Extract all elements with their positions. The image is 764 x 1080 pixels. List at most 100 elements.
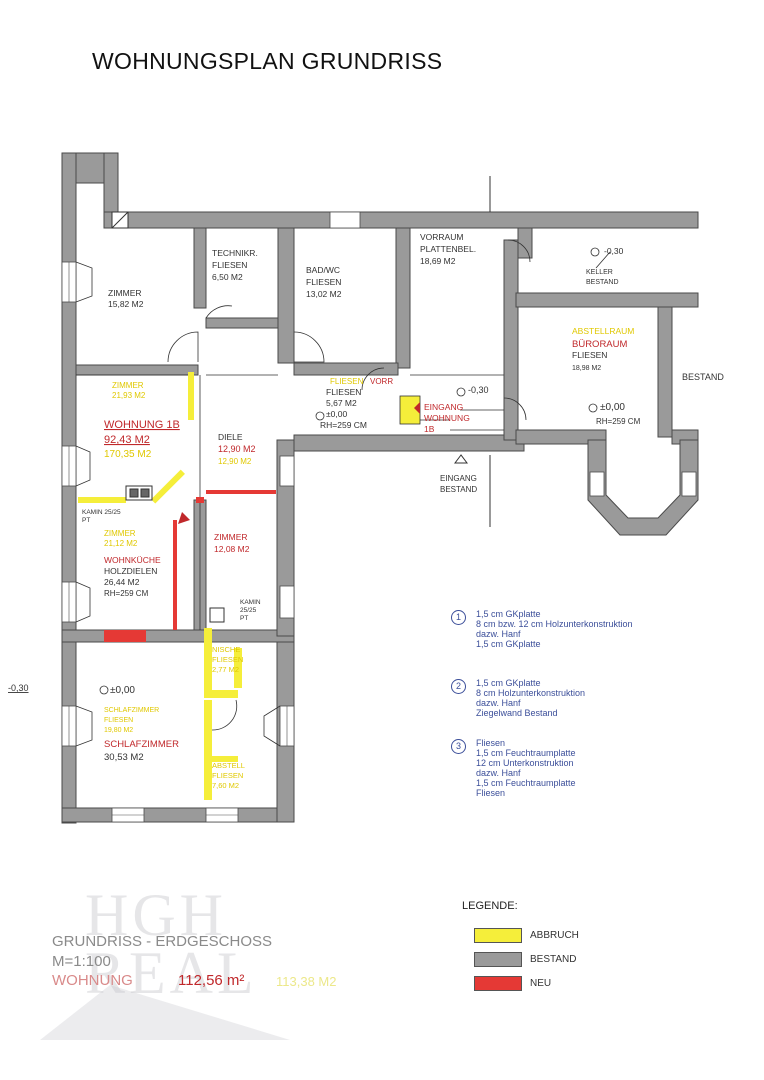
spec-3-text: Fliesen 1,5 cm Feuchtraumplatte 12 cm Un… — [476, 738, 576, 798]
kamin2-line2: 25/25 — [240, 607, 257, 614]
wohnkueche-area: 26,44 M2 — [104, 577, 140, 587]
schlaf-name: SCHLAFZIMMER — [104, 739, 179, 750]
kamin1-line2: PT — [82, 517, 90, 524]
footer-old-area: 113,38 M2 — [276, 974, 337, 989]
neu-walls — [104, 490, 276, 642]
room-technik-sub: FLIESEN — [212, 260, 247, 270]
room-buero-area: 18,98 M2 — [572, 365, 601, 372]
eingang-bestand-2: BESTAND — [440, 485, 477, 494]
kamin2-line1: KAMIN — [240, 599, 261, 606]
windows — [61, 211, 697, 823]
abstell-3: 7,60 M2 — [212, 781, 239, 790]
watermark-line1: HGH — [85, 882, 227, 948]
eingang-whg-2: WOHNUNG — [424, 413, 470, 423]
room-buero-sub: FLIESEN — [572, 350, 607, 360]
buero-rh: RH=259 CM — [596, 417, 641, 426]
vorr-old: FLIESEN — [330, 377, 364, 386]
keller-level: -0,30 — [604, 246, 624, 256]
legend-swatch-bestand — [474, 952, 522, 967]
footer-wohnung-area: 112,56 m² — [178, 972, 245, 989]
kamin-symbol — [125, 485, 225, 623]
bestand-right-label: BESTAND — [682, 372, 724, 382]
legend-title: LEGENDE: — [462, 900, 518, 912]
entry-level: -0,30 — [468, 385, 489, 395]
eingang-whg-1: EINGANG — [424, 402, 463, 412]
schlaf-level: ±0,00 — [110, 685, 135, 696]
left-level: -0,30 — [8, 683, 29, 693]
spec-2-text: 1,5 cm GKplatte 8 cm Holzunterkonstrukti… — [476, 678, 586, 718]
wohnkueche-old-area: 21,12 M2 — [104, 539, 138, 548]
room-technik-area: 6,50 M2 — [212, 272, 243, 282]
room-bad-sub: FLIESEN — [306, 277, 341, 287]
kamin1-line1: KAMIN 25/25 — [82, 509, 121, 516]
legend-label-abbruch: ABBRUCH — [530, 930, 579, 941]
diele-old-area: 12,90 M2 — [218, 457, 252, 466]
vorr-sub: FLIESEN — [326, 387, 361, 397]
room-keller-name: KELLER — [586, 269, 613, 276]
footer-line1: GRUNDRISS - ERDGESCHOSS — [52, 933, 273, 950]
footer-line2: M=1:100 — [52, 953, 111, 970]
room-keller-sub: BESTAND — [586, 279, 619, 286]
wohnung-area: 92,43 M2 — [104, 434, 150, 446]
door-swings — [75, 239, 611, 747]
kamin2-line3: PT — [240, 615, 248, 622]
room-vorraum-name: VORRAUM — [420, 232, 463, 242]
nische-3: 2,77 M2 — [212, 665, 239, 674]
room-buero-old: ABSTELLRAUM — [572, 326, 634, 336]
watermark-logo: HGH REAL — [85, 882, 258, 1006]
watermark-triangle — [40, 985, 290, 1040]
room-zimmer1-area: 15,82 M2 — [108, 299, 144, 309]
room-zimmer1-name: ZIMMER — [108, 288, 142, 298]
vorr-rh: RH=259 CM — [320, 420, 367, 430]
footer-wohnung-label: WOHNUNG — [52, 972, 133, 989]
zimmer2-area: 12,08 M2 — [214, 544, 250, 554]
room-vorraum-sub: PLATTENBEL. — [420, 244, 476, 254]
entrance-arrows — [178, 402, 468, 524]
wohnung-name: WOHNUNG 1B — [104, 419, 180, 431]
legend-swatch-abbruch — [474, 928, 522, 943]
diele-name: DIELE — [218, 432, 243, 442]
watermark-line2: REAL — [85, 940, 258, 1006]
spec-1-number: 1 — [451, 610, 466, 625]
zimmer-old-area: 21,93 M2 — [112, 391, 146, 400]
room-labels: ZIMMER 15,82 M2 TECHNIKR. FLIESEN 6,50 M… — [8, 232, 724, 790]
wohnkueche-old-name: ZIMMER — [104, 529, 136, 538]
spec-1-text: 1,5 cm GKplatte 8 cm bzw. 12 cm Holzunte… — [476, 609, 633, 649]
room-vorraum-area: 18,69 M2 — [420, 256, 456, 266]
vorr-level: ±0,00 — [326, 409, 347, 419]
eingang-bestand-1: EINGANG — [440, 474, 477, 483]
nische-1: NISCHE — [212, 645, 240, 654]
abbruch-walls — [78, 372, 421, 800]
diele-area: 12,90 M2 — [218, 444, 256, 454]
abstell-1: ABSTELL — [212, 761, 245, 770]
legend-label-bestand: BESTAND — [530, 954, 577, 965]
room-bad-area: 13,02 M2 — [306, 289, 342, 299]
schlaf-old1: SCHLAFZIMMER — [104, 707, 159, 714]
spec-2-number: 2 — [451, 679, 466, 694]
buero-level: ±0,00 — [600, 402, 625, 413]
wohnkueche-sub: HOLZDIELEN — [104, 566, 157, 576]
zimmer2-name: ZIMMER — [214, 532, 248, 542]
window-lines — [68, 262, 288, 816]
schlaf-area: 30,53 M2 — [104, 752, 144, 763]
room-bad-name: BAD/WC — [306, 265, 340, 275]
eingang-whg-3: 1B — [424, 424, 435, 434]
chimney-symbol — [111, 211, 129, 229]
legend-swatch-neu — [474, 976, 522, 991]
room-technik-name: TECHNIKR. — [212, 248, 258, 258]
level-markers — [99, 247, 600, 695]
nische-2: FLIESEN — [212, 655, 243, 664]
spec-3-number: 3 — [451, 739, 466, 754]
wohnkueche-rh: RH=259 CM — [104, 589, 149, 598]
page-title: WOHNUNGSPLAN GRUNDRISS — [92, 48, 443, 74]
abstell-2: FLIESEN — [212, 771, 243, 780]
vorr-tag: VORR — [370, 377, 393, 386]
zimmer-old-name: ZIMMER — [112, 381, 144, 390]
wohnkueche-name: WOHNKÜCHE — [104, 555, 161, 565]
room-buero-name: BÜRORAUM — [572, 339, 628, 350]
schlaf-old2: FLIESEN — [104, 717, 133, 724]
vorr-area: 5,67 M2 — [326, 398, 357, 408]
legend-label-neu: NEU — [530, 978, 552, 989]
wohnung-old-area: 170,35 M2 — [104, 449, 152, 460]
